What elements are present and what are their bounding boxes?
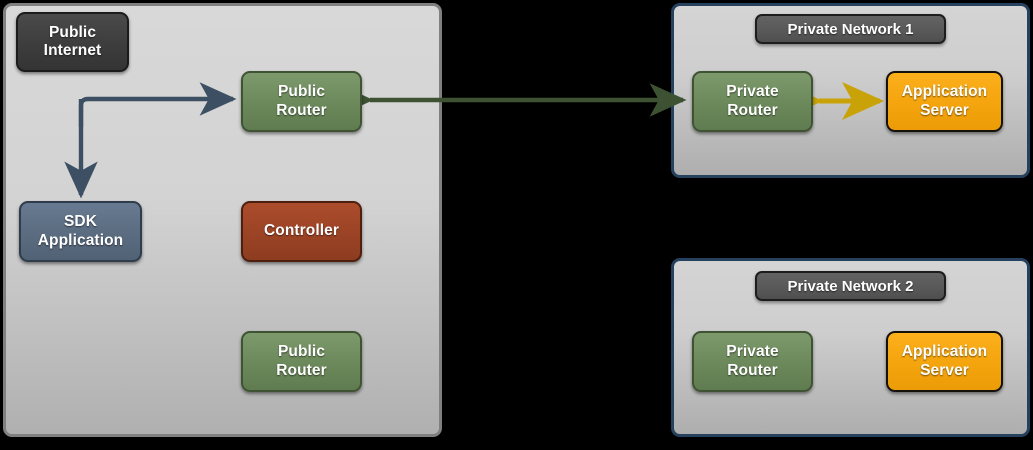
pn1-application-server-label-line2: Server <box>920 101 969 119</box>
pn1-application-server-label-line1: Application <box>901 83 988 101</box>
public-router-bottom-label-line2: Router <box>276 361 327 379</box>
pn2-application-server-label-line1: Application <box>901 343 988 361</box>
public-internet-label-line2: Internet <box>43 42 102 59</box>
private-network-1-title-badge: Private Network 1 <box>755 14 946 44</box>
node-pn1-application-server[interactable]: Application Server <box>886 71 1003 132</box>
node-pn2-application-server[interactable]: Application Server <box>886 331 1003 392</box>
sdk-application-label-line2: Application <box>37 231 124 249</box>
pn1-private-router-label-line2: Router <box>727 101 778 119</box>
pn2-private-router-label-line1: Private <box>726 343 779 361</box>
node-public-internet[interactable]: Public Internet <box>16 12 129 72</box>
sdk-application-label-line1: SDK <box>63 213 98 231</box>
controller-label: Controller <box>263 222 340 240</box>
node-public-router-bottom[interactable]: Public Router <box>241 331 362 392</box>
public-internet-label-line1: Public <box>48 23 97 41</box>
private-network-1-title: Private Network 1 <box>787 20 914 38</box>
node-pn1-private-router[interactable]: Private Router <box>692 71 813 132</box>
node-sdk-application[interactable]: SDK Application <box>19 201 142 262</box>
node-pn2-private-router[interactable]: Private Router <box>692 331 813 392</box>
public-router-bottom-label-line1: Public <box>277 343 326 361</box>
private-network-2-title: Private Network 2 <box>787 277 914 295</box>
public-router-top-label-line2: Router <box>276 101 327 119</box>
private-network-2-title-badge: Private Network 2 <box>755 271 946 301</box>
node-public-router-top[interactable]: Public Router <box>241 71 362 132</box>
pn2-private-router-label-line2: Router <box>727 361 778 379</box>
node-controller[interactable]: Controller <box>241 201 362 262</box>
public-router-top-label-line1: Public <box>277 83 326 101</box>
pn1-private-router-label-line1: Private <box>726 83 779 101</box>
pn2-application-server-label-line2: Server <box>920 361 969 379</box>
